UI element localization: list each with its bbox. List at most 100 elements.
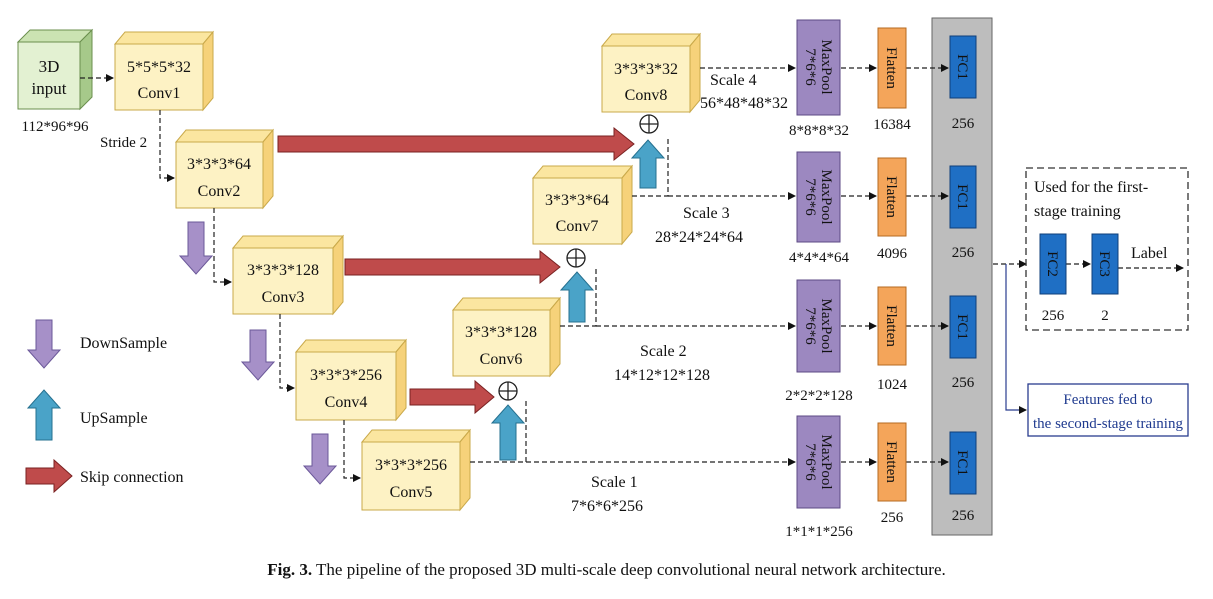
conv2-name: Conv2 <box>198 183 241 200</box>
label-output: Label <box>1131 245 1168 262</box>
conv6-kernel: 3*3*3*128 <box>465 324 537 341</box>
fc2-block: FC2 <box>1039 233 1067 295</box>
flat-size-scale1: 256 <box>881 510 904 526</box>
svg-text:Flatten: Flatten <box>883 176 899 218</box>
flatten-scale2: Flatten <box>877 286 907 366</box>
caption-prefix: Fig. 3. <box>267 560 313 579</box>
svg-text:Flatten: Flatten <box>883 305 899 347</box>
legend-downsample-icon <box>26 319 62 369</box>
fc1-scale2: FC1 <box>949 295 977 359</box>
fc3-block: FC3 <box>1091 233 1119 295</box>
flatten-scale4: Flatten <box>877 27 907 109</box>
maxpool-scale1: MaxPool 7*6*6 <box>796 415 841 509</box>
svg-text:FC1: FC1 <box>954 450 970 476</box>
downsample-arrows <box>178 221 338 485</box>
pool-out-scale3: 4*4*4*64 <box>789 250 850 266</box>
input-label-line1: 3D <box>39 57 60 76</box>
conv6-block: 3*3*3*128 Conv6 <box>451 296 562 378</box>
skip-arrows <box>277 126 635 415</box>
scale1-size: 7*6*6*256 <box>571 498 643 515</box>
legend: DownSample UpSample Skip connection <box>25 319 184 494</box>
fc3-size: 2 <box>1101 308 1109 324</box>
fc-size-scale4: 256 <box>952 116 975 132</box>
scale3-name: Scale 3 <box>683 205 730 222</box>
maxpool-scale2-line1: MaxPool <box>818 298 834 353</box>
conv7-kernel: 3*3*3*64 <box>545 192 609 209</box>
first-stage-box <box>1025 167 1189 331</box>
fc-size-scale3: 256 <box>952 245 975 261</box>
conv4-kernel: 3*3*3*256 <box>310 367 382 384</box>
input-block: 3D input <box>16 28 94 111</box>
svg-text:FC2: FC2 <box>1044 251 1060 277</box>
sum-node-scale2 <box>566 248 586 268</box>
flat-size-scale2: 1024 <box>877 377 908 393</box>
conv5-name: Conv5 <box>390 484 433 501</box>
conv3-block: 3*3*3*128 Conv3 <box>231 234 345 316</box>
legend-skip-label: Skip connection <box>80 469 184 486</box>
upsample-arrows <box>490 139 666 461</box>
scale2-name: Scale 2 <box>640 343 687 360</box>
conv7-block: 3*3*3*64 Conv7 <box>531 164 634 246</box>
maxpool-scale3-line1: MaxPool <box>818 169 834 224</box>
maxpool-scale3: MaxPool 7*6*6 <box>796 151 841 243</box>
stride-label: Stride 2 <box>100 135 147 151</box>
sum-node-scale3 <box>639 114 659 134</box>
maxpool-scale4-line2: 7*6*6 <box>802 48 818 86</box>
sum-nodes <box>498 114 659 401</box>
input-label-line2: input <box>32 79 67 98</box>
maxpool-scale1-line1: MaxPool <box>818 434 834 489</box>
features-connector <box>1005 264 1027 414</box>
conv6-name: Conv6 <box>480 351 523 368</box>
conv2-block: 3*3*3*64 Conv2 <box>174 128 275 210</box>
flatten-scale3: Flatten <box>877 157 907 237</box>
svg-text:FC1: FC1 <box>954 184 970 210</box>
maxpool-scale2: MaxPool 7*6*6 <box>796 279 841 373</box>
conv3-kernel: 3*3*3*128 <box>247 262 319 279</box>
legend-downsample-label: DownSample <box>80 335 167 352</box>
fc-size-scale2: 256 <box>952 375 975 391</box>
sum-node-scale1 <box>498 381 518 401</box>
features-line2: the second-stage training <box>1033 416 1183 432</box>
dashed-connectors <box>80 64 1184 482</box>
conv5-kernel: 3*3*3*256 <box>375 457 447 474</box>
fc1-scale3: FC1 <box>949 165 977 229</box>
svg-text:FC1: FC1 <box>954 54 970 80</box>
scale3-size: 28*24*24*64 <box>655 229 743 246</box>
maxpool-scale3-line2: 7*6*6 <box>802 178 818 216</box>
pool-out-scale2: 2*2*2*128 <box>785 388 853 404</box>
caption-text: The pipeline of the proposed 3D multi-sc… <box>316 560 946 579</box>
first-stage-line2: stage training <box>1034 203 1121 220</box>
scale1-name: Scale 1 <box>591 474 638 491</box>
scale2-size: 14*12*12*128 <box>614 367 710 384</box>
scale4-name: Scale 4 <box>710 72 757 89</box>
conv2-kernel: 3*3*3*64 <box>187 156 251 173</box>
features-line1: Features fed to <box>1063 392 1152 408</box>
figure-caption: Fig. 3. The pipeline of the proposed 3D … <box>0 560 1213 580</box>
maxpool-scale4-line1: MaxPool <box>818 39 834 94</box>
architecture-diagram: 3D input 112*96*96 Stride 2 5*5*5*32 Con… <box>16 17 1189 540</box>
pool-out-scale4: 8*8*8*32 <box>789 123 849 139</box>
svg-text:FC3: FC3 <box>1096 251 1112 277</box>
maxpool-scale2-line2: 7*6*6 <box>802 307 818 345</box>
flat-size-scale3: 4096 <box>877 246 908 262</box>
conv5-block: 3*3*3*256 Conv5 <box>360 428 472 512</box>
conv8-name: Conv8 <box>625 87 668 104</box>
conv3-name: Conv3 <box>262 289 305 306</box>
fc1-scale4: FC1 <box>949 35 977 99</box>
features-box <box>1027 383 1189 437</box>
conv4-name: Conv4 <box>325 394 368 411</box>
legend-skip-icon <box>25 458 73 494</box>
flatten-scale1: Flatten <box>877 422 907 502</box>
conv7-name: Conv7 <box>556 218 599 235</box>
conv4-block: 3*3*3*256 Conv4 <box>294 338 408 422</box>
maxpool-scale1-line2: 7*6*6 <box>802 443 818 481</box>
scale4-size: 56*48*48*32 <box>700 95 788 112</box>
conv8-block: 3*3*3*32 Conv8 <box>600 32 702 114</box>
flat-size-scale4: 16384 <box>873 117 911 133</box>
conv1-name: Conv1 <box>138 85 181 102</box>
fc1-scale1: FC1 <box>949 431 977 495</box>
fc2-size: 256 <box>1042 308 1065 324</box>
fc-size-scale1: 256 <box>952 508 975 524</box>
legend-upsample-icon <box>26 389 62 441</box>
maxpool-scale4: MaxPool 7*6*6 <box>796 19 841 116</box>
